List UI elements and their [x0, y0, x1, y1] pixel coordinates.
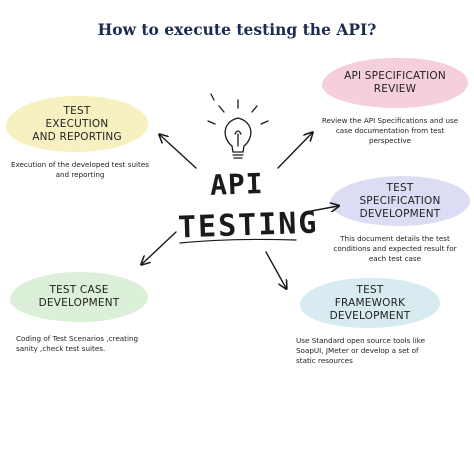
- arrow-to-framework-dev: [265, 251, 286, 288]
- node-description-case-dev: Coding of Test Scenarios ,creating sanit…: [16, 334, 139, 353]
- page-title: How to execute testing the API?: [97, 20, 377, 39]
- node-description-framework-dev: Use Standard open source tools like Soap…: [296, 336, 426, 365]
- node-label-line: AND REPORTING: [32, 130, 122, 143]
- node-label-line: FRAMEWORK: [334, 296, 406, 309]
- node-label-line: DEVELOPMENT: [38, 297, 120, 309]
- arrow-to-spec-review: [277, 133, 312, 169]
- node-description-spec-dev: This document details the test condition…: [333, 234, 457, 263]
- node-label-line: TEST CASE: [49, 284, 109, 296]
- node-label-line: SPECIFICATION: [359, 194, 441, 207]
- node-label-line: DEVELOPMENT: [359, 207, 441, 220]
- arrow-to-spec-dev: [305, 206, 338, 213]
- node-label-line: API SPECIFICATION: [344, 70, 446, 82]
- node-label-line: DEVELOPMENT: [329, 309, 411, 322]
- node-test-specification-development: TEST SPECIFICATION DEVELOPMENT: [330, 176, 470, 226]
- underline-doodle: [179, 238, 297, 244]
- node-test-framework-development: TEST FRAMEWORK DEVELOPMENT: [300, 278, 440, 328]
- arrow-to-execution: [160, 135, 197, 169]
- node-label-line: TEST: [356, 283, 384, 296]
- node-test-execution-reporting: TEST EXECUTION AND REPORTING: [6, 96, 148, 152]
- arrow-to-case-dev: [142, 231, 177, 264]
- node-api-specification-review: API SPECIFICATION REVIEW: [322, 58, 468, 108]
- lightbulb-icon: [207, 93, 269, 159]
- node-label-line: TEST: [386, 181, 414, 194]
- node-description-execution: Execution of the developed test suites a…: [10, 160, 150, 179]
- node-label-line: EXECUTION: [45, 117, 109, 130]
- node-label-line: REVIEW: [373, 83, 417, 95]
- node-label-line: TEST: [63, 104, 91, 117]
- node-description-spec-review: Review the API Specifications and use ca…: [321, 116, 459, 145]
- node-test-case-development: TEST CASE DEVELOPMENT: [10, 272, 148, 322]
